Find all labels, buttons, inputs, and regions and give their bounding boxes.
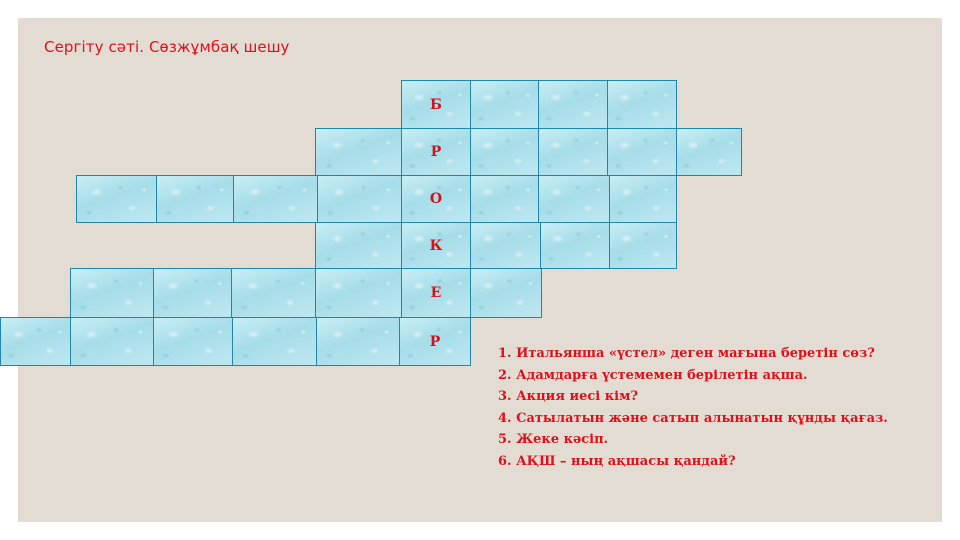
crossword-cell[interactable]: О	[401, 175, 471, 223]
crossword-cell[interactable]	[315, 128, 402, 176]
crossword-cell[interactable]	[607, 80, 677, 129]
crossword-cell[interactable]: Р	[399, 317, 471, 366]
crossword-cell[interactable]	[538, 128, 608, 176]
question-item: 1. Итальянша «үстел» деген мағына береті…	[498, 346, 875, 361]
crossword-cell[interactable]	[540, 222, 610, 269]
key-letter: К	[429, 237, 443, 254]
crossword-cell[interactable]	[231, 268, 316, 318]
key-letter: Е	[430, 285, 442, 301]
crossword-cell[interactable]	[0, 317, 71, 366]
crossword-cell[interactable]	[153, 317, 233, 366]
crossword-cell[interactable]: Р	[401, 128, 471, 176]
crossword-cell[interactable]	[156, 175, 234, 223]
question-item: 3. Акция иесі кім?	[498, 389, 638, 404]
crossword-cell[interactable]: К	[401, 222, 471, 269]
crossword-cell[interactable]: Е	[401, 268, 471, 318]
crossword-cell[interactable]	[470, 268, 542, 318]
crossword-cell[interactable]: Б	[401, 80, 471, 129]
question-item: 6. АҚШ – ның ақшасы қандай?	[498, 453, 736, 469]
crossword-cell[interactable]	[470, 128, 539, 176]
crossword-cell[interactable]	[316, 317, 400, 366]
crossword-cell[interactable]	[153, 268, 232, 318]
key-letter: О	[429, 191, 443, 207]
question-item: 5. Жеке кәсіп.	[498, 432, 609, 447]
crossword-cell[interactable]	[317, 175, 402, 223]
key-letter: Р	[430, 144, 442, 160]
question-item: 4. Сатылатын және сатып алынатын құнды қ…	[498, 410, 888, 426]
crossword-cell[interactable]	[607, 128, 677, 176]
questions-list: 1. Итальянша «үстел» деген мағына береті…	[498, 343, 888, 472]
crossword-cell[interactable]	[609, 175, 677, 223]
crossword-cell[interactable]	[70, 268, 154, 318]
crossword-cell[interactable]	[70, 317, 154, 366]
key-letter: Б	[430, 96, 442, 113]
crossword-cell[interactable]	[315, 222, 402, 269]
crossword-cell[interactable]	[470, 80, 539, 129]
crossword-cell[interactable]	[76, 175, 157, 223]
crossword-cell[interactable]	[233, 175, 318, 223]
crossword-cell[interactable]	[232, 317, 317, 366]
crossword-cell[interactable]	[315, 268, 402, 318]
question-item: 2. Адамдарға үстемемен берілетін ақша.	[498, 367, 808, 383]
crossword-cell[interactable]	[538, 175, 610, 223]
crossword-cell[interactable]	[609, 222, 677, 269]
slide-title: Сергіту сәті. Сөзжұмбақ шешу	[44, 38, 290, 56]
crossword-cell[interactable]	[470, 175, 539, 223]
crossword-cell[interactable]	[538, 80, 608, 129]
crossword-cell[interactable]	[676, 128, 742, 176]
crossword-cell[interactable]	[470, 222, 541, 269]
key-letter: Р	[429, 333, 441, 350]
